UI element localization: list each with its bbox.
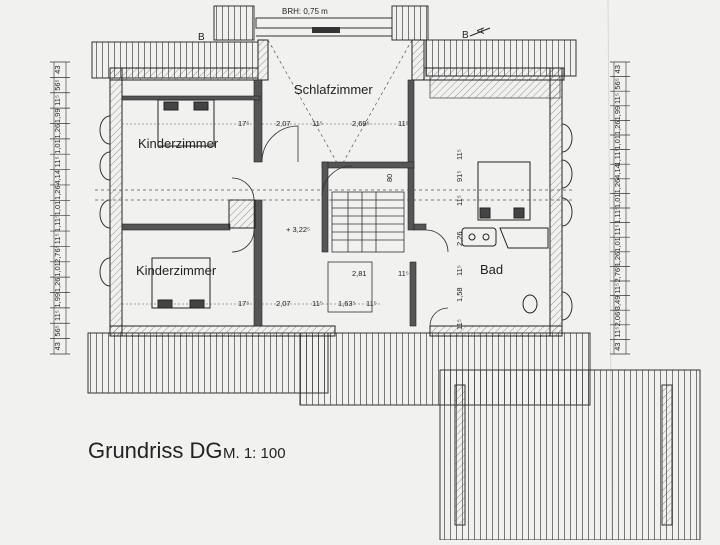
side-windows — [99, 115, 573, 321]
dim-top-115a: 11⁵ — [312, 119, 323, 128]
dim-bad-115b: 11⁵ — [455, 195, 464, 206]
drawing-title: Grundriss DG — [88, 438, 222, 463]
dim-stair-80: 80 — [385, 174, 394, 182]
dim-top-17: 17⁵ — [238, 119, 249, 128]
dim-bot-207: 2,07 — [276, 299, 291, 308]
right-dim-label: 43 — [613, 343, 622, 351]
right-dim-label: 1,26 — [613, 252, 622, 267]
right-dim-label: 1,99 — [613, 106, 622, 121]
left-dim-label: 11⁵ — [53, 233, 62, 244]
left-dim-label: 56⁵ — [53, 79, 62, 90]
height-marker: + 3,22⁵ — [286, 225, 310, 234]
left-dim-label: 1,01 — [53, 262, 62, 277]
right-dim-label: 11⁵ — [613, 283, 622, 294]
left-dim-label: 11⁵ — [53, 156, 62, 167]
left-dim-label: 43 — [53, 66, 62, 74]
room-label-kinderzimmer-top: Kinderzimmer — [138, 136, 219, 151]
section-b-left-label: B — [198, 32, 205, 43]
dim-bot-115: 11⁵ — [312, 299, 323, 308]
left-dim-label: 2,76⁵ — [53, 245, 62, 263]
left-dim-label: 11⁵ — [53, 310, 62, 321]
dim-mid-281: 2,81 — [352, 269, 367, 278]
left-dim-label: 1,26 — [53, 124, 62, 139]
right-dim-label: 2,76⁵ — [613, 265, 622, 283]
dim-bot-163: 1,63⁵ — [338, 299, 356, 308]
section-markers: B B A — [198, 27, 491, 43]
right-dim-label: 56⁵ — [613, 78, 622, 89]
left-dim-label: 1,99 — [53, 293, 62, 308]
room-label-bad: Bad — [480, 262, 503, 277]
dim-bad-115d: 11⁵ — [455, 319, 464, 330]
left-dimension-chain: 4356⁵11⁵1,991,261,0111⁵4,141,261,011,11⁵… — [50, 61, 70, 355]
roof-slope-lines — [95, 39, 575, 201]
dim-bot-113: 11⁵ — [366, 299, 377, 308]
right-dim-label: 2,06⁵ — [613, 309, 622, 327]
right-dim-label: 11⁵ — [613, 224, 622, 235]
dim-top-207: 2,07 — [276, 119, 291, 128]
brh-label: BRH: 0,75 m — [282, 7, 328, 16]
bed-schlafzimmer — [477, 161, 531, 221]
room-label-schlafzimmer: Schlafzimmer — [294, 82, 373, 97]
right-dim-label: 3,49 — [613, 296, 622, 311]
section-a-label: A — [476, 27, 487, 34]
chimney-shaft — [228, 199, 256, 229]
dim-bad-91: 91⁵ — [455, 171, 464, 182]
right-dim-label: 1,11⁵ — [613, 207, 622, 224]
dim-bad-158: 1,58 — [455, 287, 464, 302]
staircase — [327, 191, 405, 313]
dim-top-115b: 11⁵ — [398, 119, 409, 128]
interior-walls — [121, 75, 561, 327]
right-dim-label: 4,14 — [613, 164, 622, 179]
dim-bad-115c: 11⁵ — [455, 265, 464, 276]
room-label-kinderzimmer-bottom: Kinderzimmer — [136, 263, 217, 278]
left-dim-label: 1,26 — [53, 278, 62, 293]
left-dim-label: 1,26 — [53, 185, 62, 200]
section-b-right-label: B — [462, 30, 469, 41]
dim-bad-226: 2,26 — [455, 231, 464, 246]
dim-bad-115a: 11⁵ — [455, 149, 464, 160]
left-dim-label: 4,14 — [53, 170, 62, 185]
dim-mid-115: 11⁵ — [398, 269, 409, 278]
right-dim-label: 11⁵ — [613, 327, 622, 338]
dim-bot-17: 17⁵ — [238, 299, 249, 308]
left-dim-label: 56⁵ — [53, 325, 62, 336]
right-dim-label: 43 — [613, 65, 622, 73]
right-dim-label: 11⁵ — [613, 93, 622, 104]
left-dim-label: 1,99 — [53, 108, 62, 123]
left-dim-label: 1,11⁵ — [53, 215, 62, 232]
right-dim-label: 1,26 — [613, 179, 622, 194]
right-dim-label: 1,01 — [613, 135, 622, 150]
bed-kinderzimmer-top — [157, 99, 215, 147]
right-dim-label: 1,26 — [613, 120, 622, 135]
dim-top-269: 2,69⁵ — [352, 119, 370, 128]
right-dim-label: 1,11⁵ — [613, 148, 622, 165]
roof-overhang-top — [91, 5, 577, 79]
left-dim-label: 43 — [53, 342, 62, 350]
left-dim-label: 11⁵ — [53, 95, 62, 106]
drawing-scale: M. 1: 100 — [223, 445, 286, 462]
bathroom-fixtures — [461, 227, 549, 314]
roof-overhang-bottom — [87, 332, 701, 541]
right-dim-label: 1,01 — [613, 237, 622, 252]
door-swings — [231, 125, 449, 327]
inner-dimension-chains: 17⁵ 2,07 11⁵ 2,69⁵ 11⁵ 17⁵ 2,07 11⁵ 1,63… — [122, 119, 464, 330]
left-dim-label: 1,01 — [53, 139, 62, 154]
right-dim-label: 1,01 — [613, 193, 622, 208]
left-dim-label: 1,01 — [53, 201, 62, 216]
right-dimension-chain: 4356⁵11⁵1,991,261,011,11⁵4,141,261,011,1… — [610, 61, 630, 355]
exterior-walls — [109, 39, 565, 337]
